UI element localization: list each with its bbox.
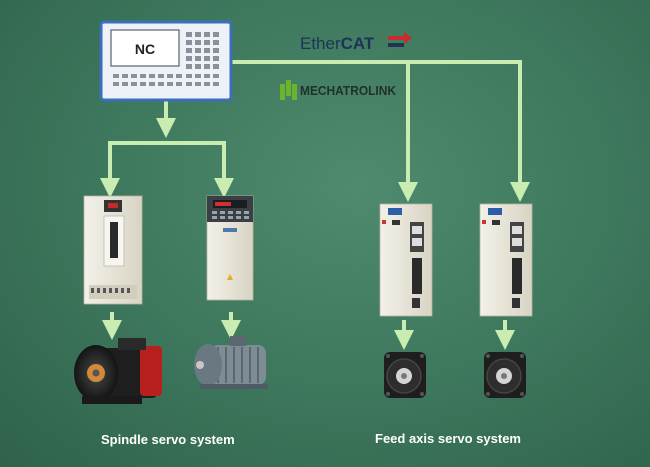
mechatrolink-logo: MECHATROLINK	[280, 80, 397, 100]
ethercat-suffix: CAT	[341, 34, 375, 53]
spindle-motor	[74, 338, 162, 404]
induction-motor	[194, 336, 268, 389]
mechatrolink-label: MECHATROLINK	[300, 83, 397, 98]
ethercat-bar-icon	[388, 43, 404, 47]
ethercat-text: EtherCAT	[300, 34, 375, 53]
line-nc-to-feed-drive-2	[230, 60, 530, 202]
feed-drive-2-connector	[512, 258, 522, 294]
spindle-drive-connector	[110, 222, 118, 258]
feed-servo-motor-2	[484, 352, 526, 398]
line-spindle-branch	[108, 141, 226, 188]
mechatrolink-mark-icon	[280, 80, 297, 100]
nc-screen	[110, 29, 180, 67]
nc-controller: NC	[99, 20, 233, 102]
nc-soft-keys	[113, 74, 219, 86]
feed-drive-1-connector	[412, 258, 422, 294]
nc-keypad	[186, 32, 219, 69]
feed-servo-motor-1	[384, 352, 426, 398]
feed-servo-drive-1	[379, 203, 433, 317]
feed-group-label: Feed axis servo system	[375, 431, 521, 446]
connection-lines	[100, 60, 530, 350]
spindle-group-label: Spindle servo system	[101, 432, 235, 447]
feed-servo-drive-2	[479, 203, 533, 317]
ethercat-arrow-icon	[388, 32, 412, 44]
spindle-inverter	[206, 195, 254, 301]
spindle-servo-drive	[83, 195, 143, 305]
ethercat-prefix: Ether	[300, 34, 341, 53]
ethercat-logo: EtherCAT	[300, 32, 412, 53]
inverter-warning-icon	[227, 274, 233, 280]
nc-label: NC	[135, 41, 155, 57]
